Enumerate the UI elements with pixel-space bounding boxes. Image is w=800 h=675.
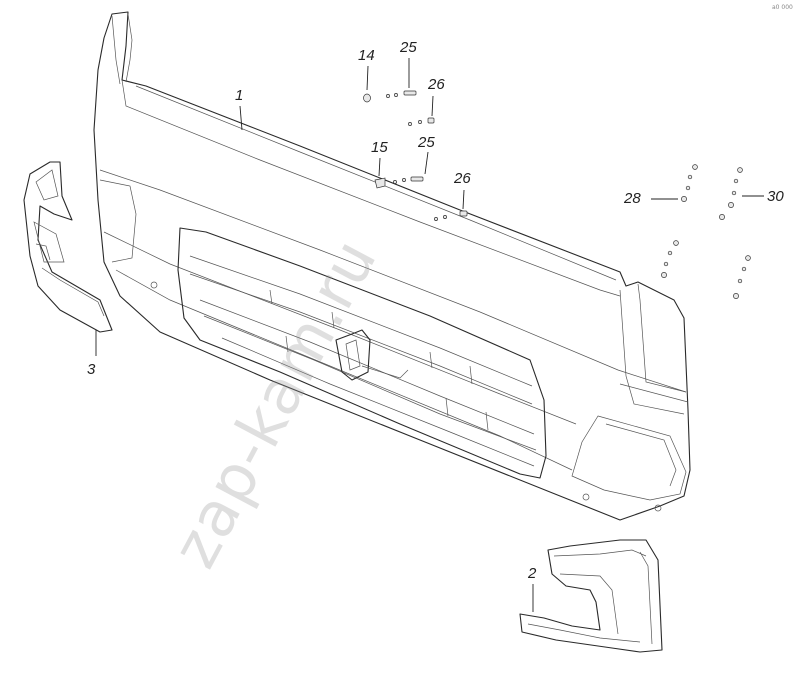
callout-30: 30 — [767, 188, 784, 205]
callout-28: 28 — [624, 190, 641, 207]
callout-14: 14 — [358, 47, 375, 64]
callout-3: 3 — [87, 361, 96, 378]
right-corner-drawing — [519, 539, 663, 653]
callout-26-upper: 26 — [428, 76, 445, 93]
grille-drawing — [177, 227, 547, 479]
callout-15: 15 — [371, 139, 388, 156]
leader-lines — [95, 58, 764, 612]
front-panel-drawing — [93, 11, 691, 521]
callout-2: 2 — [528, 565, 537, 582]
left-corner-drawing — [23, 161, 113, 333]
corner-code: а0 000 — [772, 4, 793, 11]
callout-1: 1 — [235, 87, 244, 104]
callout-25-upper: 25 — [400, 39, 417, 56]
callout-25-lower: 25 — [418, 134, 435, 151]
fasteners-drawing — [363, 90, 751, 299]
callout-26-lower: 26 — [454, 170, 471, 187]
